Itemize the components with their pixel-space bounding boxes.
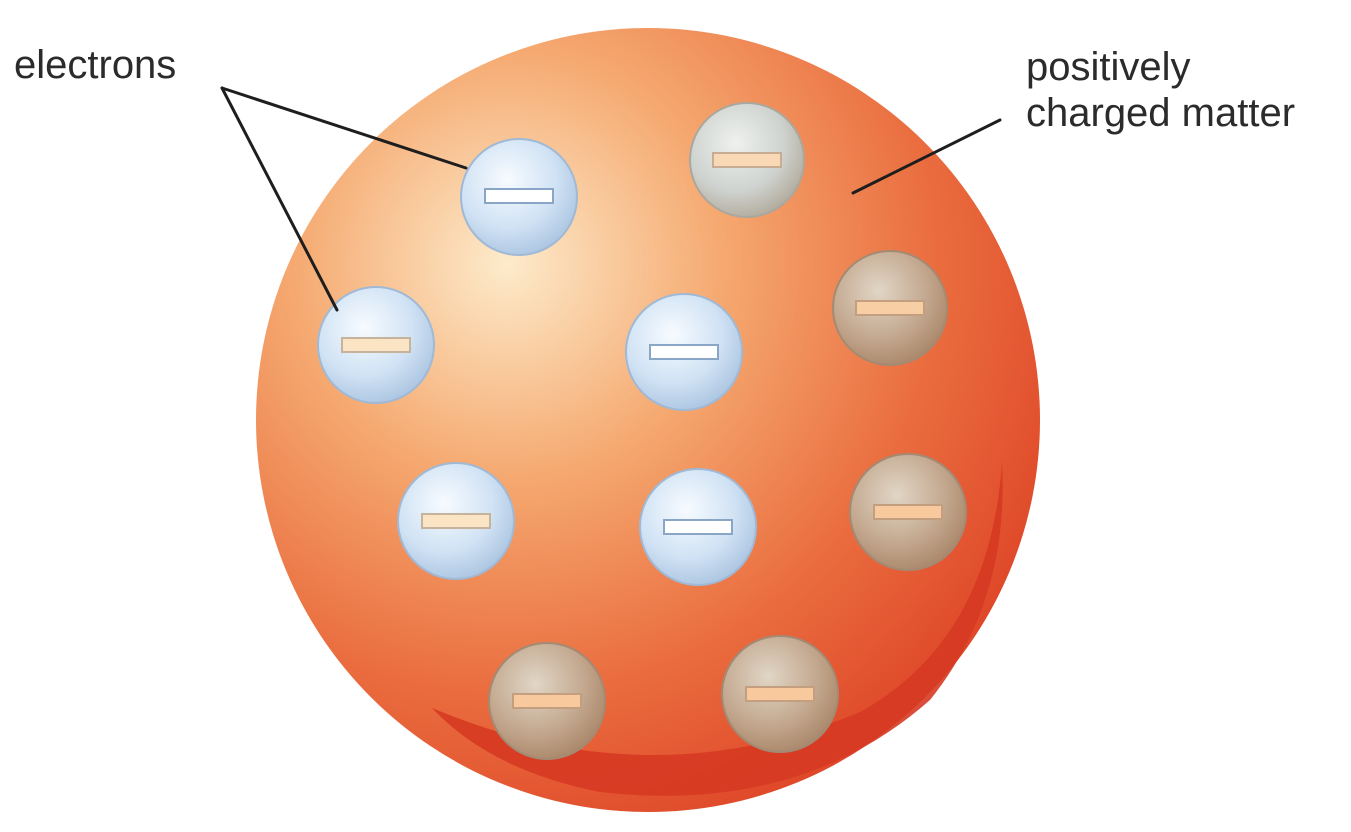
- leader-line-positive-matter: [851, 118, 1002, 195]
- leader-line-electrons-2: [220, 86, 339, 312]
- electron: [639, 468, 757, 586]
- minus-sign-icon: [421, 513, 491, 529]
- electron: [849, 453, 967, 571]
- minus-sign-icon: [873, 504, 943, 520]
- electrons-label: electrons: [14, 43, 177, 87]
- electron: [397, 462, 515, 580]
- electron: [460, 138, 578, 256]
- minus-sign-icon: [855, 300, 925, 316]
- minus-sign-icon: [484, 188, 554, 204]
- electron: [721, 635, 839, 753]
- electron: [832, 250, 948, 366]
- positive-matter-label-line2: charged matter: [1026, 91, 1296, 135]
- electrons-group: [317, 102, 967, 760]
- positive-matter-label-line1: positively: [1026, 45, 1191, 89]
- positive-sphere: [256, 28, 1040, 812]
- minus-sign-icon: [649, 344, 719, 360]
- electron: [689, 102, 805, 218]
- minus-sign-icon: [712, 152, 782, 168]
- electron: [317, 286, 435, 404]
- positive-matter-label: positively charged matter: [1026, 44, 1295, 136]
- minus-sign-icon: [663, 519, 733, 535]
- leader-line-electrons-1: [220, 86, 468, 170]
- electron: [625, 293, 743, 411]
- leader-lines: [220, 86, 1002, 312]
- minus-sign-icon: [745, 686, 815, 702]
- minus-sign-icon: [512, 693, 582, 709]
- minus-sign-icon: [341, 337, 411, 353]
- sphere-shadow-crescent: [432, 462, 1003, 796]
- electron: [488, 642, 606, 760]
